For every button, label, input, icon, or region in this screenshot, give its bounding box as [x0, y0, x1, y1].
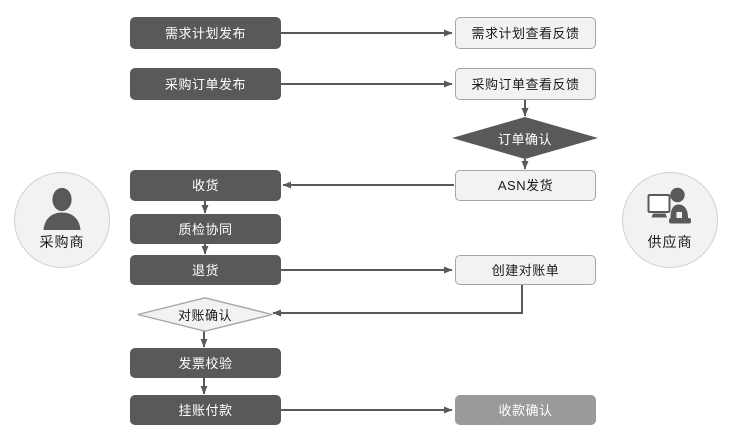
- node-create-statement[interactable]: 创建对账单: [455, 255, 596, 285]
- node-receipt-confirm[interactable]: 收款确认: [455, 395, 596, 425]
- node-goods-receipt[interactable]: 收货: [130, 170, 281, 201]
- node-quality-collab[interactable]: 质检协同: [130, 214, 281, 244]
- person-at-computer-icon: [647, 187, 691, 224]
- node-label: 发票校验: [178, 355, 233, 371]
- actor-label: 供应商: [647, 234, 693, 250]
- node-label: ASN发货: [497, 178, 554, 193]
- node-demand-plan-publish[interactable]: 需求计划发布: [130, 17, 281, 49]
- actor-supplier[interactable]: 供应商: [622, 172, 718, 268]
- node-po-publish[interactable]: 采购订单发布: [130, 68, 281, 100]
- edge-statement-to-confirm: [272, 285, 523, 317]
- node-po-feedback[interactable]: 采购订单查看反馈: [455, 68, 596, 100]
- node-label: 挂账付款: [178, 402, 233, 418]
- node-order-confirm[interactable]: 订单确认: [452, 117, 598, 159]
- node-label: 收货: [191, 178, 219, 193]
- node-label: 需求计划发布: [164, 25, 246, 41]
- person-icon: [43, 187, 81, 230]
- node-label: 需求计划查看反馈: [471, 25, 580, 41]
- node-invoice-verify[interactable]: 发票校验: [130, 348, 281, 378]
- node-asn-shipment[interactable]: ASN发货: [455, 170, 596, 201]
- node-label: 订单确认: [497, 131, 552, 147]
- node-label: 创建对账单: [491, 262, 560, 278]
- diamond-shape: [452, 117, 598, 159]
- node-label: 退货: [191, 262, 219, 278]
- node-label: 对账确认: [177, 308, 232, 323]
- node-label: 采购订单查看反馈: [471, 76, 580, 92]
- diamond-shape: [137, 297, 273, 332]
- node-payable-payment[interactable]: 挂账付款: [130, 395, 281, 425]
- node-demand-plan-feedback[interactable]: 需求计划查看反馈: [455, 17, 596, 49]
- node-return-goods[interactable]: 退货: [130, 255, 281, 285]
- node-statement-confirm[interactable]: 对账确认: [137, 297, 273, 332]
- actor-buyer[interactable]: 采购商: [14, 172, 110, 268]
- node-label: 采购订单发布: [164, 76, 246, 92]
- node-label: 质检协同: [178, 221, 233, 237]
- node-label: 收款确认: [498, 402, 553, 418]
- actor-label: 采购商: [39, 234, 85, 250]
